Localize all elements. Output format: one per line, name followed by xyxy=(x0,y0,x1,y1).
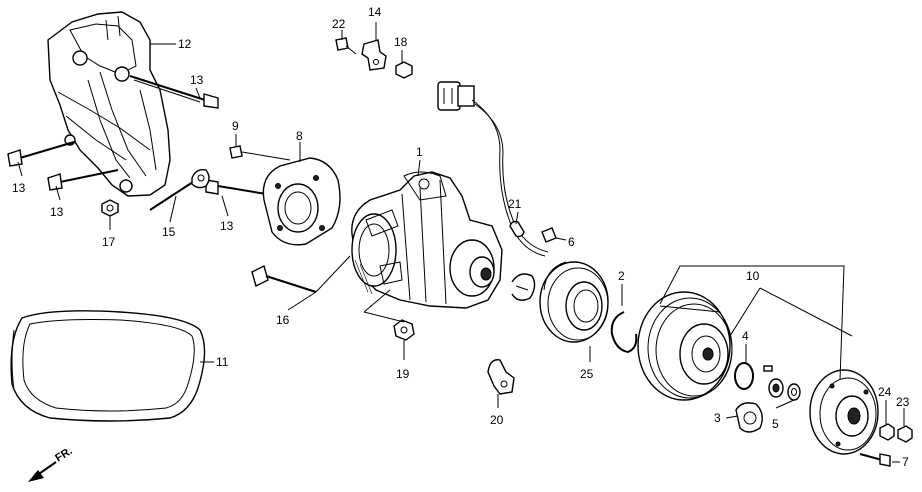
bolt-13-middle xyxy=(205,179,267,195)
callout-18: 18 xyxy=(394,35,408,49)
bolt-7 xyxy=(859,453,891,467)
snap-ring-2 xyxy=(610,311,638,354)
compressor-1 xyxy=(351,171,503,309)
front-direction-label: FR. xyxy=(53,445,74,465)
nut-17 xyxy=(101,199,119,217)
bolt-13-upper xyxy=(129,75,219,109)
pulley xyxy=(637,291,733,401)
callout-21: 21 xyxy=(508,197,522,211)
callout-20: 20 xyxy=(490,413,504,427)
callout-15: 15 xyxy=(162,225,176,239)
drive-belt-11 xyxy=(10,310,206,422)
callout-2: 2 xyxy=(618,269,625,283)
washer-5 xyxy=(787,383,801,401)
callout-9: 9 xyxy=(232,119,239,133)
clamp-21 xyxy=(509,220,525,238)
snap-ring-4 xyxy=(734,362,754,390)
callout-19: 19 xyxy=(396,367,410,381)
callout-labels: 1 2 3 4 5 6 7 8 9 10 11 12 13 13 13 13 1… xyxy=(12,5,910,469)
nut-18 xyxy=(395,61,413,79)
key xyxy=(763,365,773,372)
callout-14: 14 xyxy=(368,5,382,19)
callout-23: 23 xyxy=(896,395,910,409)
bolt-13-left-lower xyxy=(47,169,119,191)
callout-16: 16 xyxy=(276,313,290,327)
clutch-plate xyxy=(809,369,879,455)
bolt-9 xyxy=(229,145,291,161)
callout-8: 8 xyxy=(296,129,303,143)
clutch-cover-8 xyxy=(262,157,341,246)
nut-23 xyxy=(897,425,913,443)
callout-17: 17 xyxy=(102,235,116,249)
callout-4: 4 xyxy=(742,329,749,343)
front-direction-arrow-icon xyxy=(28,461,57,482)
callout-13-left: 13 xyxy=(12,181,26,195)
wire-harness xyxy=(437,81,549,257)
compressor-bracket xyxy=(47,11,171,197)
callout-11: 11 xyxy=(216,355,229,369)
callout-3: 3 xyxy=(714,411,721,425)
bracket-14 xyxy=(361,39,387,71)
spacer xyxy=(768,378,784,398)
bolt-16 xyxy=(251,264,317,293)
callout-5: 5 xyxy=(772,417,779,431)
callout-6: 6 xyxy=(568,235,575,249)
bolt-22 xyxy=(335,37,357,55)
callout-10: 10 xyxy=(746,269,760,283)
leader-lines xyxy=(17,22,905,463)
nut-24 xyxy=(879,423,895,441)
callout-13-middle: 13 xyxy=(220,219,234,233)
bolt-6 xyxy=(541,227,557,243)
callout-25: 25 xyxy=(580,367,594,381)
callout-13-lower: 13 xyxy=(50,205,64,219)
callout-13-upper: 13 xyxy=(190,73,204,87)
shim-3 xyxy=(735,402,763,433)
callout-1: 1 xyxy=(416,145,423,159)
field-coil-25 xyxy=(539,261,609,343)
bracket-20 xyxy=(487,359,515,395)
callout-24: 24 xyxy=(878,385,892,399)
shaft-clip xyxy=(511,273,536,301)
callout-12: 12 xyxy=(178,37,192,51)
nut-19 xyxy=(393,319,415,341)
callout-22: 22 xyxy=(332,17,346,31)
callout-7: 7 xyxy=(902,455,909,469)
adjust-bolt-15 xyxy=(149,168,210,211)
